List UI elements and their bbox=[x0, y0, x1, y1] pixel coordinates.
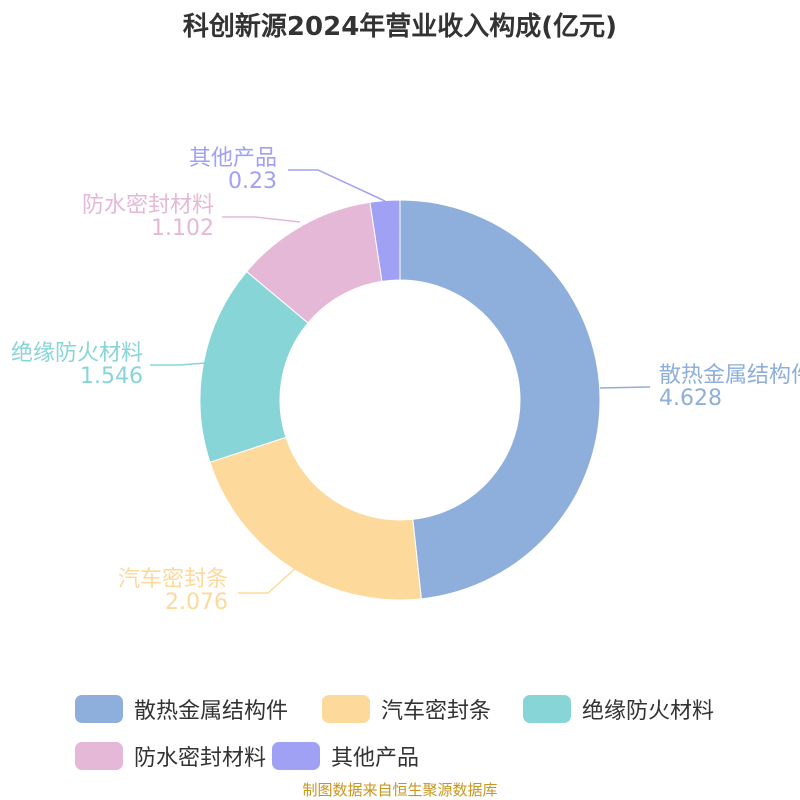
legend-label: 汽车密封条 bbox=[381, 699, 492, 724]
legend-swatch bbox=[75, 742, 123, 770]
leader-line bbox=[238, 565, 299, 594]
legend-label: 防水密封材料 bbox=[134, 746, 267, 771]
legend-label: 绝缘防火材料 bbox=[582, 699, 715, 724]
leader-line bbox=[150, 362, 206, 366]
legend-item[interactable]: 防水密封材料 bbox=[75, 740, 266, 772]
slice-label-value: 4.628 bbox=[659, 386, 722, 411]
slice-label-value: 1.102 bbox=[151, 216, 214, 241]
slice-4[interactable] bbox=[369, 199, 401, 282]
legend-swatch bbox=[523, 695, 571, 723]
slice-label-name: 汽车密封条 bbox=[118, 567, 228, 592]
slice-label-name: 散热金属结构件 bbox=[659, 363, 800, 388]
legend-item[interactable]: 散热金属结构件 bbox=[75, 693, 288, 725]
source-footer: 制图数据来自恒生聚源数据库 bbox=[302, 781, 498, 799]
leader-line bbox=[599, 386, 651, 389]
slice-label-name: 防水密封材料 bbox=[82, 193, 214, 218]
legend-label: 其他产品 bbox=[331, 746, 420, 771]
legend-label: 散热金属结构件 bbox=[134, 699, 289, 724]
slice-label-value: 2.076 bbox=[165, 590, 228, 615]
slice-label-value: 1.546 bbox=[80, 364, 143, 389]
slice-1[interactable] bbox=[209, 436, 422, 601]
legend-swatch bbox=[322, 695, 370, 723]
slice-label-value: 0.23 bbox=[228, 169, 277, 194]
slice-label-name: 绝缘防火材料 bbox=[11, 341, 143, 366]
legend-swatch bbox=[75, 695, 123, 723]
slice-0[interactable] bbox=[399, 199, 601, 600]
legend-item[interactable]: 其他产品 bbox=[272, 740, 419, 772]
leader-line bbox=[222, 216, 301, 223]
legend-item[interactable]: 绝缘防火材料 bbox=[523, 693, 714, 725]
leader-line bbox=[288, 169, 386, 202]
legend-item[interactable]: 汽车密封条 bbox=[322, 693, 491, 725]
legend-swatch bbox=[272, 742, 320, 770]
slice-label-name: 其他产品 bbox=[189, 146, 277, 171]
chart-title: 科创新源2024年营业收入构成(亿元) bbox=[182, 12, 618, 42]
